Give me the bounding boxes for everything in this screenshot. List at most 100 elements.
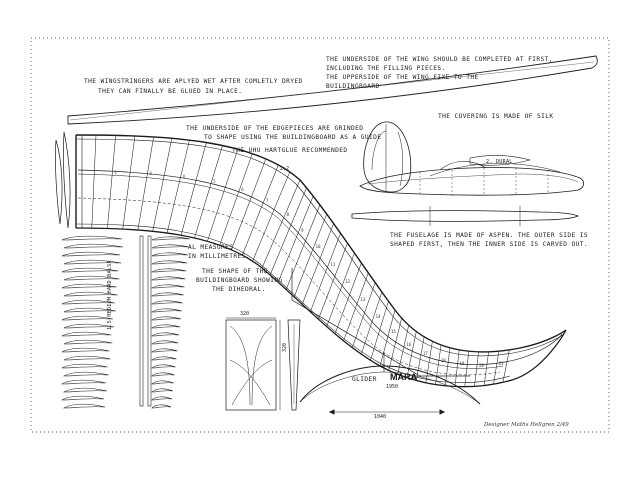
rib-profile (62, 403, 106, 409)
sheet-border (30, 37, 610, 433)
rib-profile-small (151, 348, 178, 353)
rib-number: 17 (423, 351, 428, 357)
wing-rib (107, 135, 116, 229)
rib-profile (60, 395, 105, 401)
wing-rib (242, 164, 279, 256)
rib-number: 21 (498, 361, 504, 367)
wing-rib (435, 344, 442, 385)
rib-profile-small (150, 260, 188, 265)
dimension-ratio: 2:2 (280, 166, 290, 172)
rib-profile-small (151, 388, 174, 393)
rib-profile (62, 371, 109, 377)
dimension-box-width: 320 (240, 311, 250, 317)
wing-rib (166, 140, 190, 234)
rib-profile-small (151, 236, 191, 241)
rib-number: 5 (213, 179, 216, 185)
rib-profile-small (151, 308, 182, 313)
rib-number: 14 (375, 313, 381, 319)
rib-profile (63, 355, 111, 361)
wing-rib (207, 149, 239, 242)
rib-number: 20 (478, 362, 484, 368)
rib-profile (63, 275, 120, 281)
rib-number: 12 (345, 279, 351, 285)
note-dural: 2. DURAL (486, 159, 513, 165)
glider-title-prefix: GLIDER (352, 376, 377, 383)
rib-number: 19 (459, 361, 465, 367)
wing-leading-edge (75, 134, 567, 353)
rib-number: 7 (265, 197, 269, 203)
rib-profile (61, 267, 119, 273)
wing-rib (361, 291, 383, 355)
wing-rib (425, 341, 433, 383)
glider-side-view (359, 121, 584, 196)
wing-rib (194, 145, 223, 239)
note-shape-1: THE SHAPE OF THE (202, 268, 269, 275)
note-edge-2: TO SHAPE USING THE BUILDINGBOARD AS A GU… (204, 134, 382, 141)
note-stringers-1: THE WINGSTRINGERS ARE APLYED WET AFTER C… (84, 78, 303, 85)
rib-profile (61, 299, 115, 305)
note-glue: THE UHU HARTGLUE RECOMMENDED (232, 147, 348, 154)
note-underside-2: INCLUDING THE FILLING PIECES. (326, 65, 446, 72)
note-stringers-2: THEY CAN FINALLY BE GLUED IN PLACE. (98, 88, 243, 95)
rib-number: 2 (114, 169, 117, 175)
note-shape-3: THE DIHEDRAL. (212, 286, 266, 293)
rib-number: 16 (406, 341, 412, 347)
wing-rib (464, 351, 470, 387)
note-balsa: 1.5 MEDIUM HARD BALSA (107, 260, 113, 330)
wing-rib (388, 318, 402, 371)
building-board-line (291, 268, 470, 377)
rib-number: 11 (330, 261, 336, 267)
rib-profile-small (151, 316, 182, 321)
wing-rib (474, 351, 479, 387)
wing-rib (180, 142, 207, 236)
wing-rib (252, 171, 291, 262)
rib-profile-stack (60, 235, 191, 409)
rib-profile-small (151, 396, 173, 401)
rib-profile (63, 307, 116, 313)
note-underside-4: BUILDINGBOARD (326, 83, 380, 90)
rib-profile (62, 387, 107, 393)
glider-title-name: MARA (390, 372, 417, 382)
rib-profile-small (150, 292, 184, 297)
glider-title-year: 1950 (386, 384, 399, 390)
designer-signature: Designer Maths Hellgren 2/49 (484, 422, 569, 428)
rib-number: 3 (149, 171, 152, 177)
wing-plan (75, 134, 567, 388)
rib-profile (61, 283, 117, 289)
wing-rib (483, 351, 489, 386)
rib-profile (61, 235, 123, 241)
wing-rib (352, 282, 376, 348)
note-underside-3: THE UPPERSIDE OF THE WING FIXE TO THE (326, 74, 479, 81)
rib-profile (60, 379, 106, 385)
rib-profile-small (150, 276, 186, 281)
note-measures-2: IN MILLIMETRES. (188, 253, 250, 260)
wing-rib (231, 158, 267, 250)
rib-number: 8 (286, 212, 290, 218)
wing-rib (301, 223, 334, 305)
wing-rib (219, 153, 253, 246)
wing-rib (261, 179, 301, 269)
wing-rib (309, 233, 341, 312)
rib-profile-small (151, 324, 181, 329)
rib-number: 6 (241, 187, 244, 193)
dihedral-diagram (299, 352, 481, 415)
note-underside-1: THE UNDERSIDE OF THE WING SHOULD BE COMP… (326, 56, 553, 63)
rib-profile (61, 315, 114, 321)
wing-rib (397, 325, 410, 375)
rib-profile-small (151, 380, 174, 385)
root-profiles (55, 131, 71, 229)
rib-profile-small (150, 300, 183, 305)
rib-profile-small (151, 404, 172, 409)
wing-rib (444, 347, 451, 386)
rib-profile (61, 331, 112, 337)
rib-profile (61, 347, 110, 353)
dimension-span: 1040 (374, 414, 387, 420)
wing-rib (406, 331, 417, 378)
fuselage-top-view (351, 210, 579, 222)
note-fuselage-2: SHAPED FIRST, THEN THE INNER SIDE IS CAR… (390, 241, 589, 248)
wing-rib (318, 243, 348, 320)
rib-profile (63, 291, 118, 297)
wing-rib (370, 301, 389, 361)
wing-rib (91, 135, 97, 229)
rib-profile-small (150, 268, 187, 273)
